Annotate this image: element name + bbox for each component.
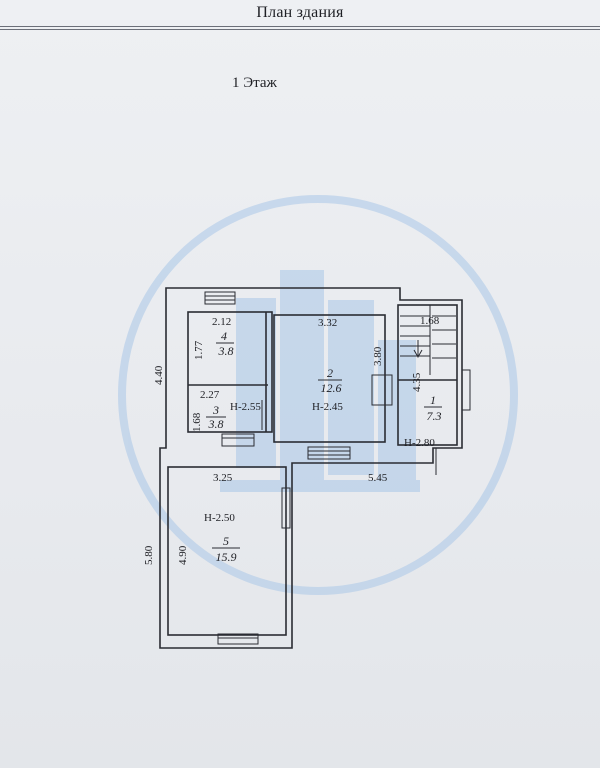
dim-1-68: 1.68 [191,412,203,432]
room-number: 2 [327,366,333,380]
dim-1-77: 1.77 [193,340,205,360]
dimension-labels: 2.12 3.32 1.68 1.77 4.40 3.80 4.35 2.27 … [143,315,440,565]
dim-4-40: 4.40 [153,365,165,385]
stairs [400,305,456,375]
dim-2-27: 2.27 [200,389,220,401]
room-area: 12.6 [321,381,342,395]
dim-5-45: 5.45 [368,472,388,484]
room-area: 3.8 [208,417,224,431]
header-rule-bottom [0,29,600,30]
dim-5-80: 5.80 [143,545,155,565]
walls [159,287,471,649]
room-number: 1 [430,393,436,407]
dim-3-25: 3.25 [213,472,233,484]
building-logo-icon [118,195,518,595]
floor-label: 1 Этаж [232,75,277,91]
room-number: 5 [223,534,229,548]
room-labels: 4 3.8 2 12.6 1 7.3 3 3.8 5 15.9 [206,329,442,564]
dim-3-80: 3.80 [372,346,384,366]
height-label: Н-2.55 [230,401,261,413]
dim-4-35: 4.35 [411,372,423,392]
dim-1-68-top: 1.68 [420,315,440,327]
dim-4-90: 4.90 [177,545,189,565]
height-label: Н-2.80 [404,437,435,449]
header-rule-top [0,26,600,27]
room-area: 15.9 [216,550,237,564]
dim-2-12: 2.12 [212,316,231,328]
page-title: План здания [256,4,344,21]
room-number: 3 [212,403,219,417]
height-label: Н-2.45 [312,401,343,413]
room-number: 4 [221,329,227,343]
dim-3-32: 3.32 [318,317,337,329]
height-label: Н-2.50 [204,512,235,524]
room-area: 3.8 [218,344,234,358]
room-area: 7.3 [427,409,442,423]
